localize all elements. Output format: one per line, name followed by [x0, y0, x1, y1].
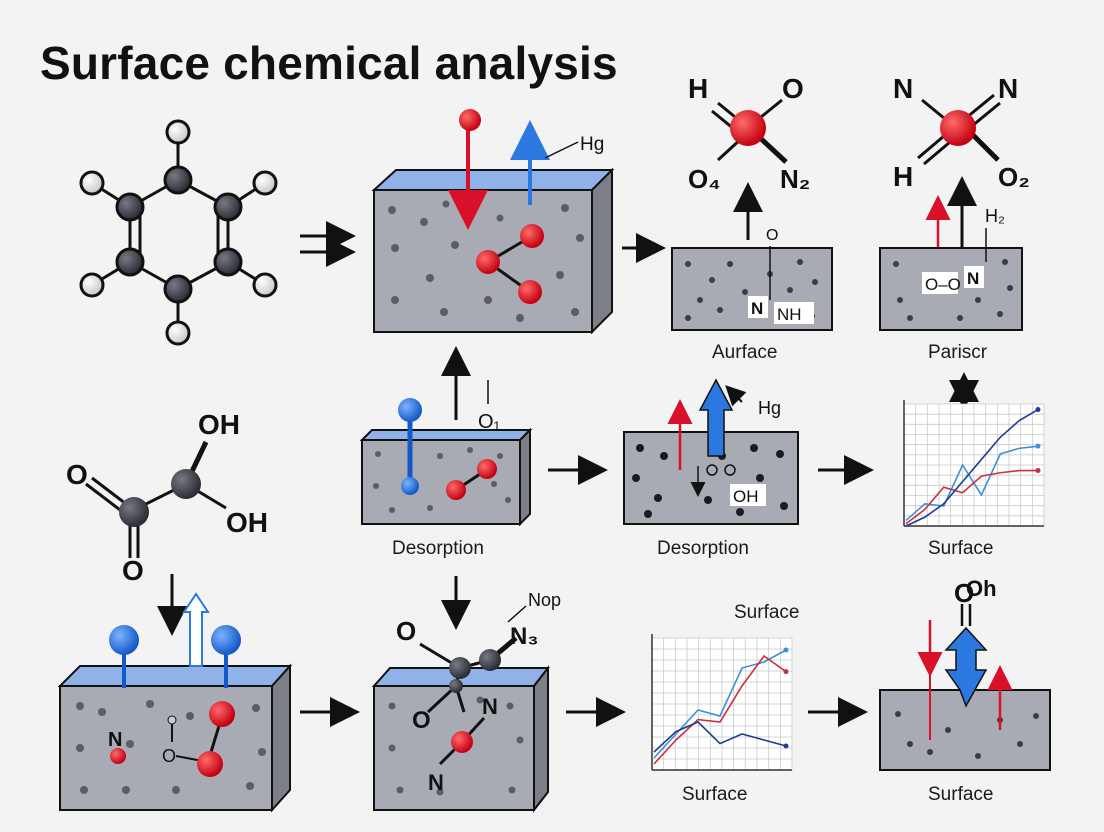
- atom-label: N: [482, 694, 498, 719]
- series-point: [1035, 443, 1041, 449]
- atom-label: N: [751, 299, 763, 318]
- double-arrow: [300, 221, 356, 267]
- hydrogen-atom: [252, 272, 278, 298]
- atom-label: O: [122, 555, 144, 586]
- series-line: [653, 654, 787, 765]
- carbon-atom: [163, 274, 193, 304]
- caption-desorption: Desorption: [657, 538, 749, 559]
- series-line: [653, 649, 787, 759]
- caption-surface: Surface: [928, 784, 994, 805]
- molecule-n-o-h: N N H O₂: [893, 73, 1030, 286]
- atom-label: O: [954, 578, 974, 608]
- atom-label: N: [108, 729, 122, 751]
- caption-surface: Surface: [928, 538, 994, 559]
- molecule-h-o-n: H O O₄ N₂: [688, 73, 810, 240]
- svg-text:O–O: O–O: [925, 275, 961, 294]
- surface-block-desorption-1: O₁: [359, 380, 533, 527]
- series-point: [1035, 407, 1041, 413]
- oxalic-acid-molecule: OH OH O O: [66, 409, 268, 586]
- o1-label: O₁: [478, 411, 501, 433]
- hg-label: Hg: [758, 398, 781, 418]
- atom-label: N: [998, 73, 1018, 104]
- atom-label: H: [893, 161, 913, 192]
- surface-block-top: Hg: [371, 109, 615, 335]
- surface-block-bottom-center: O N₃ Nop O N N: [371, 590, 561, 813]
- series-point: [1035, 468, 1041, 474]
- series-point: [783, 647, 789, 653]
- atom-label: O: [766, 227, 778, 244]
- caption-desorption: Desorption: [392, 538, 484, 559]
- atom-label: N: [428, 770, 444, 795]
- atom-label: H: [688, 73, 708, 104]
- h2-label: H₂: [985, 206, 1005, 226]
- line-chart-1: [903, 400, 1045, 527]
- atom-label: NH: [777, 305, 802, 324]
- hg-label: Hg: [580, 134, 604, 155]
- caption-pariscr: Pariscr: [928, 342, 988, 363]
- caption-aurface: Aurface: [712, 342, 778, 363]
- series-line: [905, 445, 1039, 522]
- hydrogen-atom: [165, 320, 191, 346]
- carbon-atom: [213, 247, 243, 277]
- surface-block-desorption-2: Hg OH: [623, 378, 799, 525]
- caption-surface: Surface: [682, 784, 748, 805]
- carbon-atom: [163, 165, 193, 195]
- hydrogen-atom: [79, 170, 105, 196]
- atom-label: OH: [226, 507, 268, 538]
- surface-block-pariscr: H₂ O–O N: [879, 206, 1023, 331]
- atom-label: O: [66, 459, 88, 490]
- series-line: [905, 469, 1038, 525]
- atom-label: N: [893, 73, 913, 104]
- oh-label: OH: [733, 487, 759, 506]
- benzene-molecule: [79, 119, 278, 346]
- atom-label: O: [162, 746, 176, 766]
- carbon-atom: [115, 192, 145, 222]
- surface-block-aurface: O N NH: [671, 227, 833, 331]
- line-chart-2: [651, 634, 793, 771]
- surface-block-bottom-left: N O: [57, 592, 293, 813]
- series-line: [905, 408, 1039, 527]
- nop-label: Nop: [528, 590, 561, 610]
- surface-block-bottom-right: O Oh: [879, 576, 1051, 771]
- hydrogen-atom: [165, 119, 191, 145]
- series-point: [783, 669, 789, 675]
- hydrogen-atom: [79, 272, 105, 298]
- n3-label: N₃: [510, 623, 538, 650]
- atom-label: O₄: [688, 164, 721, 194]
- svg-text:N: N: [967, 269, 979, 288]
- oh-label: Oh: [966, 576, 997, 601]
- carbon-atom: [115, 247, 145, 277]
- carbon-atom: [213, 192, 243, 222]
- atom-label: N₂: [780, 164, 810, 194]
- atom-label: O: [782, 73, 804, 104]
- series-line: [653, 721, 787, 753]
- atom-label: O₂: [998, 162, 1030, 192]
- atom-label: O: [412, 707, 431, 734]
- hydrogen-atom: [252, 170, 278, 196]
- series-point: [783, 743, 789, 749]
- page-title: Surface chemical analysis: [40, 37, 618, 89]
- atom-label: O: [396, 616, 416, 646]
- atom-label: OH: [198, 409, 240, 440]
- caption-surface: Surface: [734, 602, 800, 623]
